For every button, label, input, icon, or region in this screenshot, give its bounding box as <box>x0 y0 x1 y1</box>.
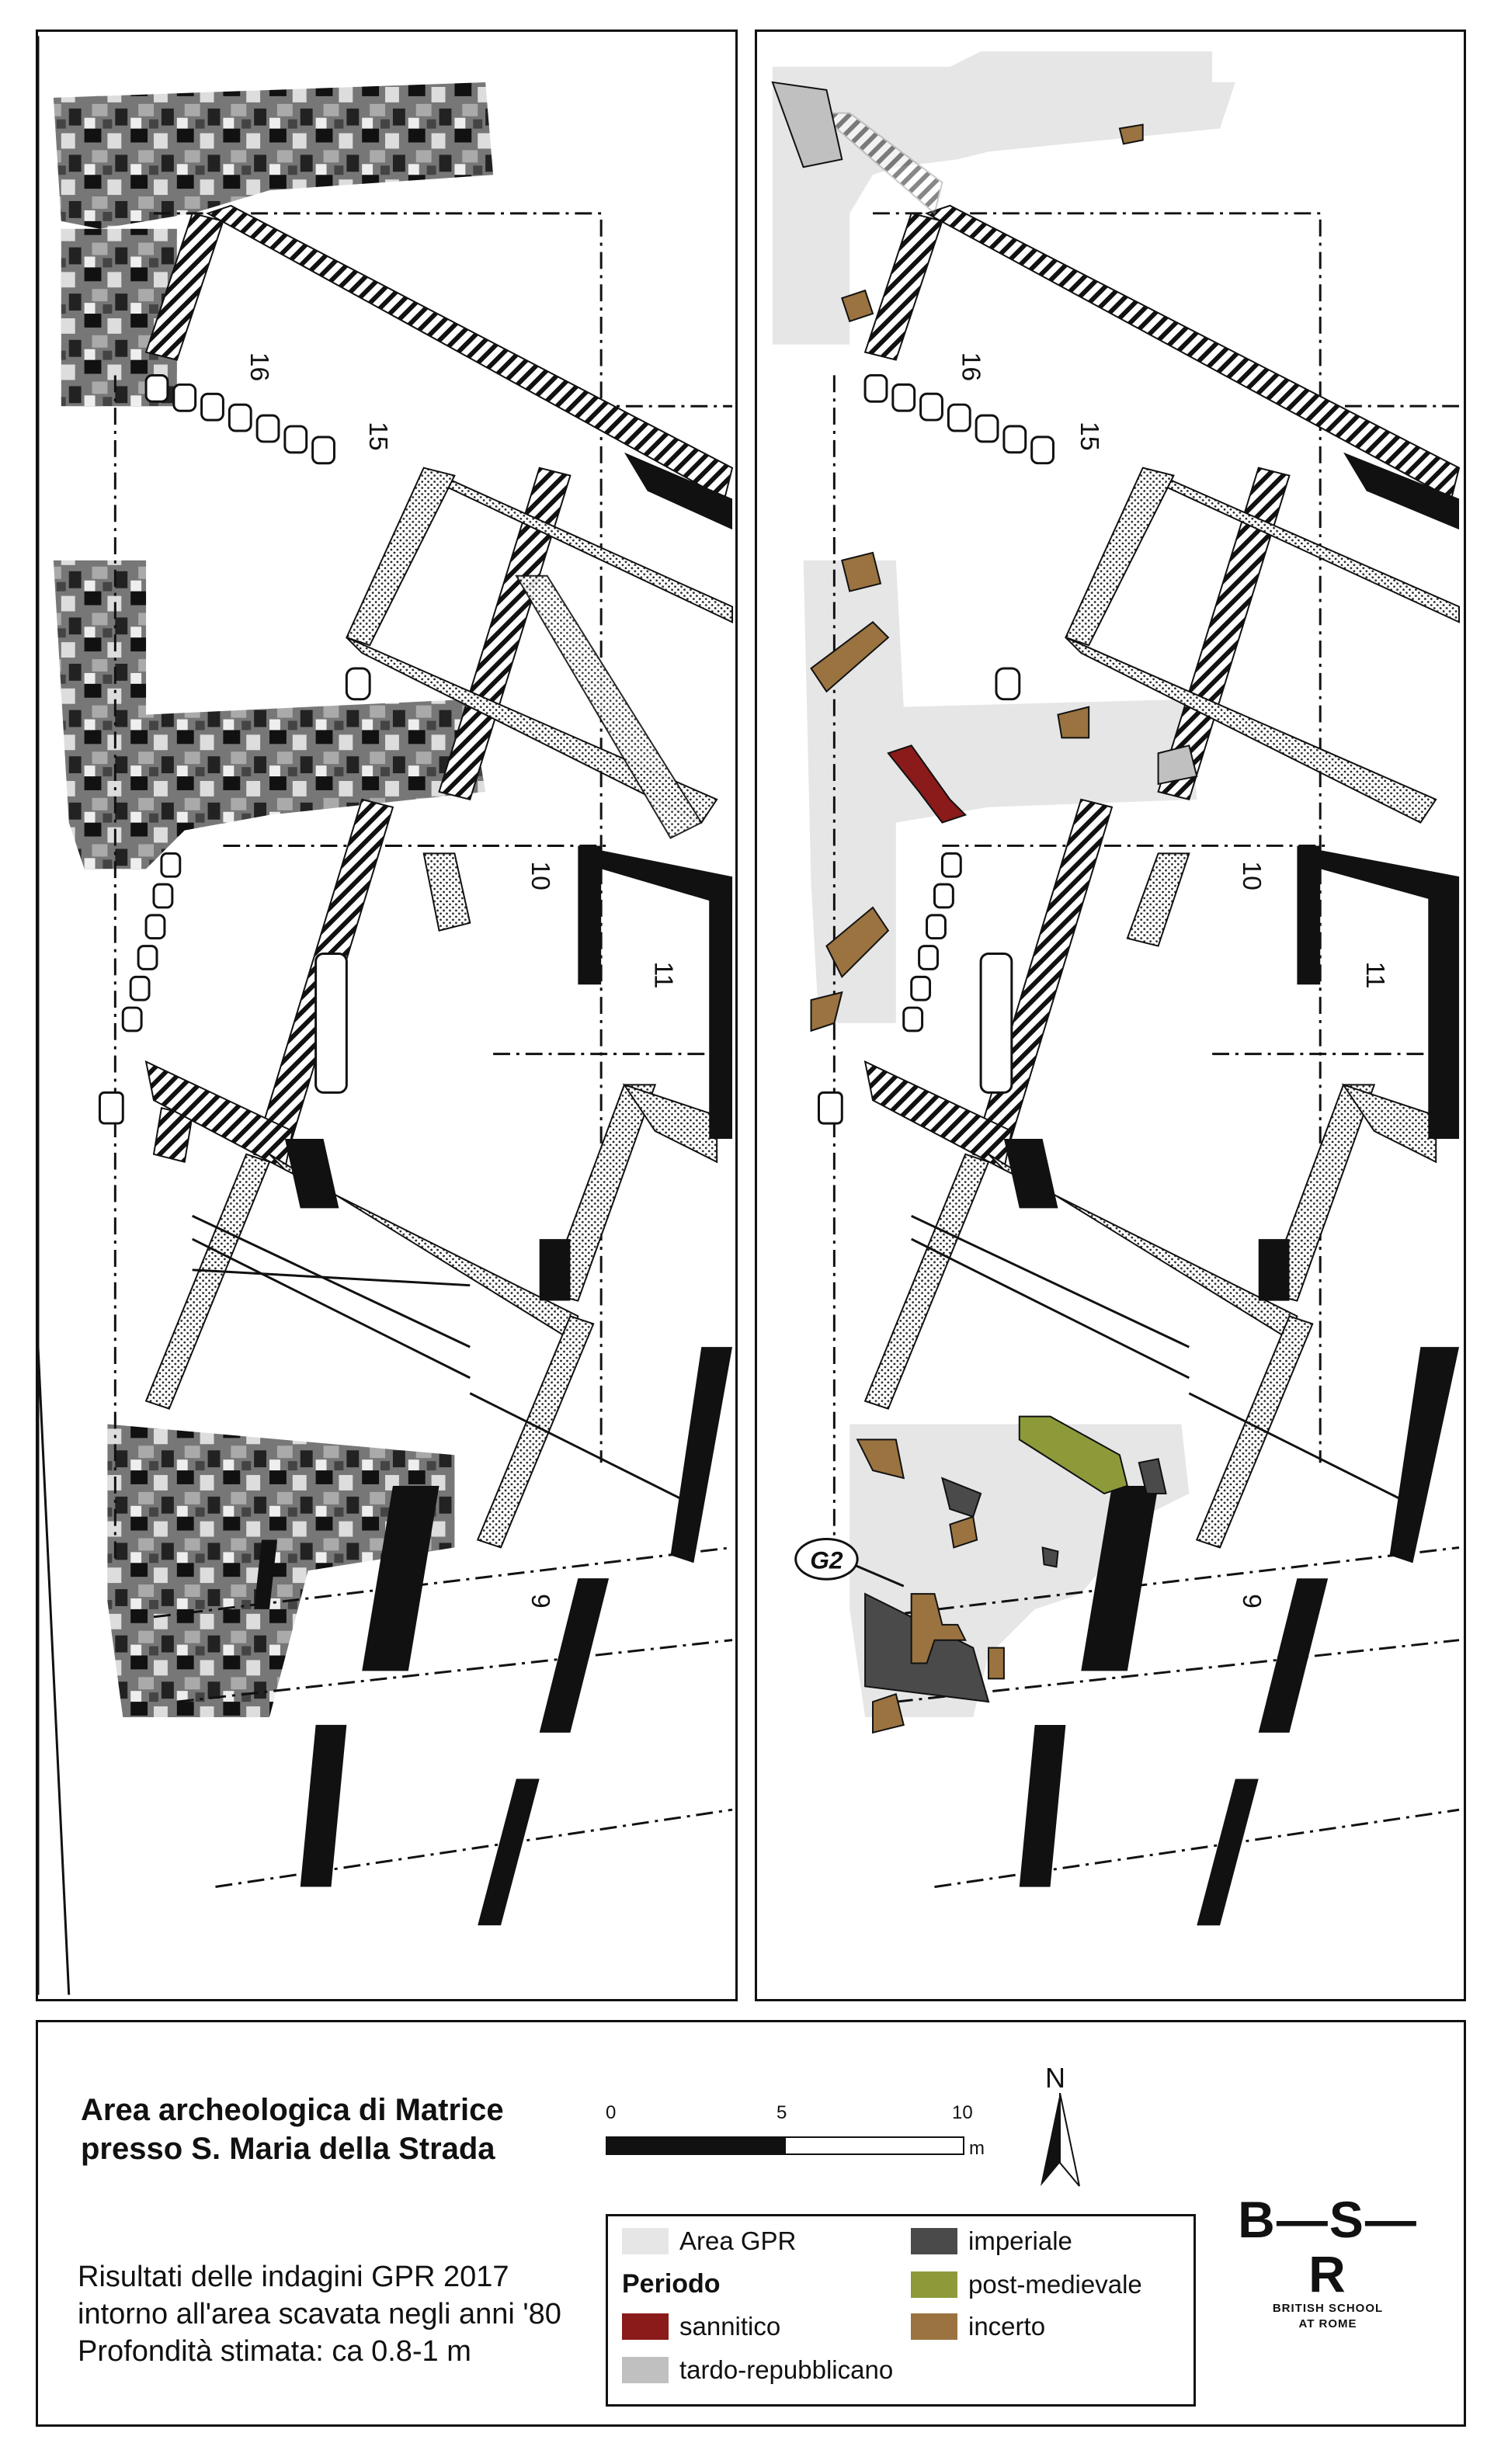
room-label-11: 11 <box>649 961 679 988</box>
wall-north <box>206 204 734 500</box>
north-arrow-icon <box>1041 2093 1080 2187</box>
scale-segment-black <box>606 2136 786 2155</box>
north-arrow: N <box>1025 2062 1095 2194</box>
room-label-9: 9 <box>1237 1594 1266 1609</box>
marker-g2-label: G2 <box>810 1546 843 1574</box>
plan-with-interpretation: G2 16 15 10 11 9 <box>771 51 1461 1926</box>
room-label-10: 10 <box>1237 861 1266 890</box>
swatch-tardo-repubblicano <box>622 2357 669 2383</box>
gpr-raster-south <box>107 1424 455 1717</box>
gpr-raster-north <box>53 82 494 229</box>
map-title: Area archeologica di Matrice presso S. M… <box>81 2091 504 2168</box>
gpr-area-north <box>772 51 1235 345</box>
legend-label-sannitico: sannitico <box>679 2312 781 2341</box>
room-label-11: 11 <box>1360 961 1390 988</box>
feature-post-medievale <box>1018 1415 1129 1495</box>
results-line3: Profondità stimata: ca 0.8-1 m <box>78 2335 471 2368</box>
legend: Area GPR Periodo sannitico tardo-repubbl… <box>606 2214 1196 2407</box>
swatch-imperiale <box>911 2228 957 2254</box>
gpr-area-middle <box>803 560 1197 1023</box>
scale-tick-10: 10 <box>952 2102 973 2123</box>
legend-label-post-medievale: post-medievale <box>968 2270 1142 2299</box>
bsr-logo: B—S—R BRITISH SCHOOL AT ROME <box>1227 2192 1429 2330</box>
swatch-area-gpr <box>622 2228 669 2254</box>
map-panel-left: 16 15 10 11 9 <box>36 29 738 2001</box>
room-label-16: 16 <box>956 352 985 382</box>
legend-item-post-medievale: post-medievale <box>911 2269 1142 2300</box>
room-label-15: 15 <box>363 422 393 451</box>
north-label: N <box>1045 2062 1065 2094</box>
swatch-post-medievale <box>911 2271 957 2298</box>
room-label-16: 16 <box>245 352 274 382</box>
legend-heading: Periodo <box>622 2269 721 2299</box>
bsr-logo-mark: B—S—R <box>1238 2191 1418 2303</box>
legend-label-imperiale: imperiale <box>968 2226 1072 2255</box>
results-text: Risultati delle indagini GPR 2017 intorn… <box>78 2258 561 2370</box>
room-label-15: 15 <box>1075 422 1104 451</box>
legend-label-tardo-repubblicano: tardo-repubblicano <box>679 2355 894 2384</box>
room-label-10: 10 <box>526 861 555 890</box>
bsr-logo-sub1: BRITISH SCHOOL <box>1272 2302 1384 2315</box>
scale-unit: m <box>969 2138 985 2159</box>
legend-item-tardo-repubblicano: tardo-repubblicano <box>622 2355 893 2386</box>
marker-g2: G2 <box>794 1538 905 1588</box>
scale-tick-0: 0 <box>606 2102 617 2123</box>
swatch-incerto <box>911 2313 957 2340</box>
bsr-logo-sub2: AT ROME <box>1298 2317 1357 2330</box>
map-panel-right: G2 16 15 10 11 9 <box>755 29 1466 2001</box>
legend-label-incerto: incerto <box>968 2312 1046 2341</box>
features-incerto <box>810 123 1144 1734</box>
scale-bar: 0 5 10 m <box>606 2102 1009 2172</box>
results-line1: Risultati delle indagini GPR 2017 <box>78 2261 509 2293</box>
feature-tardo-repubblicano <box>1157 744 1198 786</box>
legend-item-imperiale: imperiale <box>911 2226 1072 2257</box>
map-title-line2: presso S. Maria della Strada <box>81 2132 495 2166</box>
scale-segment-white <box>784 2136 964 2155</box>
feature-sannitico <box>887 744 968 824</box>
legend-item-sannitico: sannitico <box>622 2311 780 2342</box>
swatch-sannitico <box>622 2313 669 2340</box>
legend-item-incerto: incerto <box>911 2311 1045 2342</box>
legend-item-area-gpr: Area GPR <box>622 2226 796 2257</box>
scale-tick-5: 5 <box>777 2102 787 2123</box>
map-title-line1: Area archeologica di Matrice <box>81 2093 504 2127</box>
plan-with-gpr-imagery: 16 15 10 11 9 <box>38 36 734 1995</box>
results-line2: intorno all'area scavata negli anni '80 <box>78 2298 561 2330</box>
room-label-9: 9 <box>526 1594 555 1609</box>
gpr-raster-middle <box>53 560 486 869</box>
legend-label-area-gpr: Area GPR <box>679 2226 797 2255</box>
